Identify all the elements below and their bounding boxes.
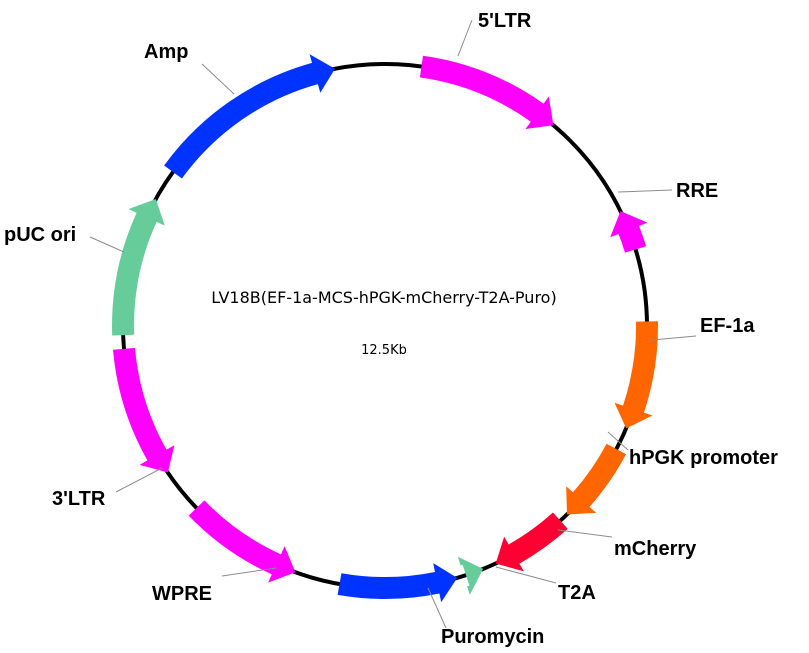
plasmid-size: 12.5Kb [361,343,407,358]
leader-line-t2a [495,566,557,584]
label-puromycin: Puromycin [441,626,544,648]
leader-line-ef1a [651,335,697,341]
feature-puc [112,199,165,336]
label-wpre: WPRE [152,583,212,605]
leader-lines [89,19,697,629]
label-mcherry: mCherry [614,538,697,560]
label-puc-ori: pUC ori [4,224,76,246]
label-3ltr: 3'LTR [52,488,106,510]
label-5ltr: 5'LTR [478,10,532,32]
leader-line-puc [89,236,125,253]
label-hpgk-promoter: hPGK promoter [629,447,778,469]
leader-line-ltr3 [115,467,163,493]
feature-hpgk [566,443,626,515]
feature-rre [610,211,648,253]
feature-mcherry [495,512,568,572]
label-rre: RRE [676,180,718,202]
leader-line-wpre [221,567,277,577]
feature-ltr5 [419,55,554,130]
feature-puro [337,563,458,603]
label-ef1a: EF-1a [700,315,755,337]
plasmid-name: LV18B(EF-1a-MCS-hPGK-mCherry-T2A-Puro) [211,288,556,307]
leader-line-mcherry [557,529,613,538]
leader-line-puro [427,587,447,629]
feature-amp [164,54,335,179]
leader-line-5ltr [457,19,473,57]
leader-line-rre [617,189,673,193]
feature-ltr3 [113,347,175,473]
feature-wpre [188,500,296,583]
leader-line-hpgk [607,431,629,451]
feature-t2a [457,556,484,595]
label-amp: Amp [144,41,188,63]
leader-line-amp [201,63,235,95]
label-t2a: T2A [558,582,596,604]
feature-ef1a [614,321,659,429]
features-layer [112,54,659,603]
